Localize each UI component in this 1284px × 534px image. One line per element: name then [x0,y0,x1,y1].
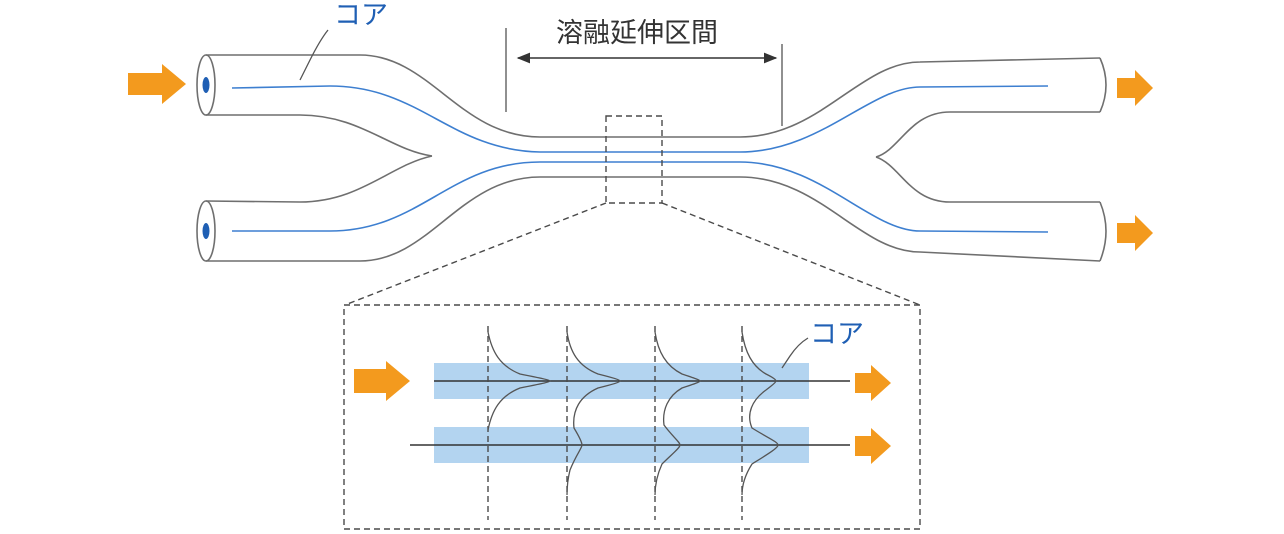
mode-profile-3 [654,331,701,496]
zoom-region-box [605,115,663,204]
inset-input-arrow-icon [354,361,410,401]
mode-guides [487,326,743,520]
mode-profiles [487,331,779,496]
core-label-top: コア [334,0,388,31]
fiber-outlines [205,54,1107,262]
mode-profile-4 [741,331,779,496]
core-callout-line-top [299,29,329,81]
fiber-end-upper-left [196,54,216,116]
core-label-inset: コア [810,319,864,350]
zoom-line-left [344,202,607,306]
mode-profile-1 [487,331,551,431]
mode-profile-2 [566,331,621,496]
input-arrow-icon [128,64,186,104]
core-dot-upper-left [202,77,210,93]
inset-output-arrow-icon-lower [855,428,891,464]
inset-output-arrow-icon-upper [855,365,891,401]
zoom-line-right [661,202,921,306]
core-lines [231,85,1049,233]
fused-section-label: 溶融延伸区間 [556,18,718,49]
output-arrow-icon-lower [1117,215,1153,251]
fiber-end-lower-left [196,200,216,262]
output-arrow-icon-upper [1117,70,1153,106]
fused-section-dimension [505,28,783,126]
core-callout-line-inset [781,337,809,369]
core-dot-lower-left [202,223,210,239]
